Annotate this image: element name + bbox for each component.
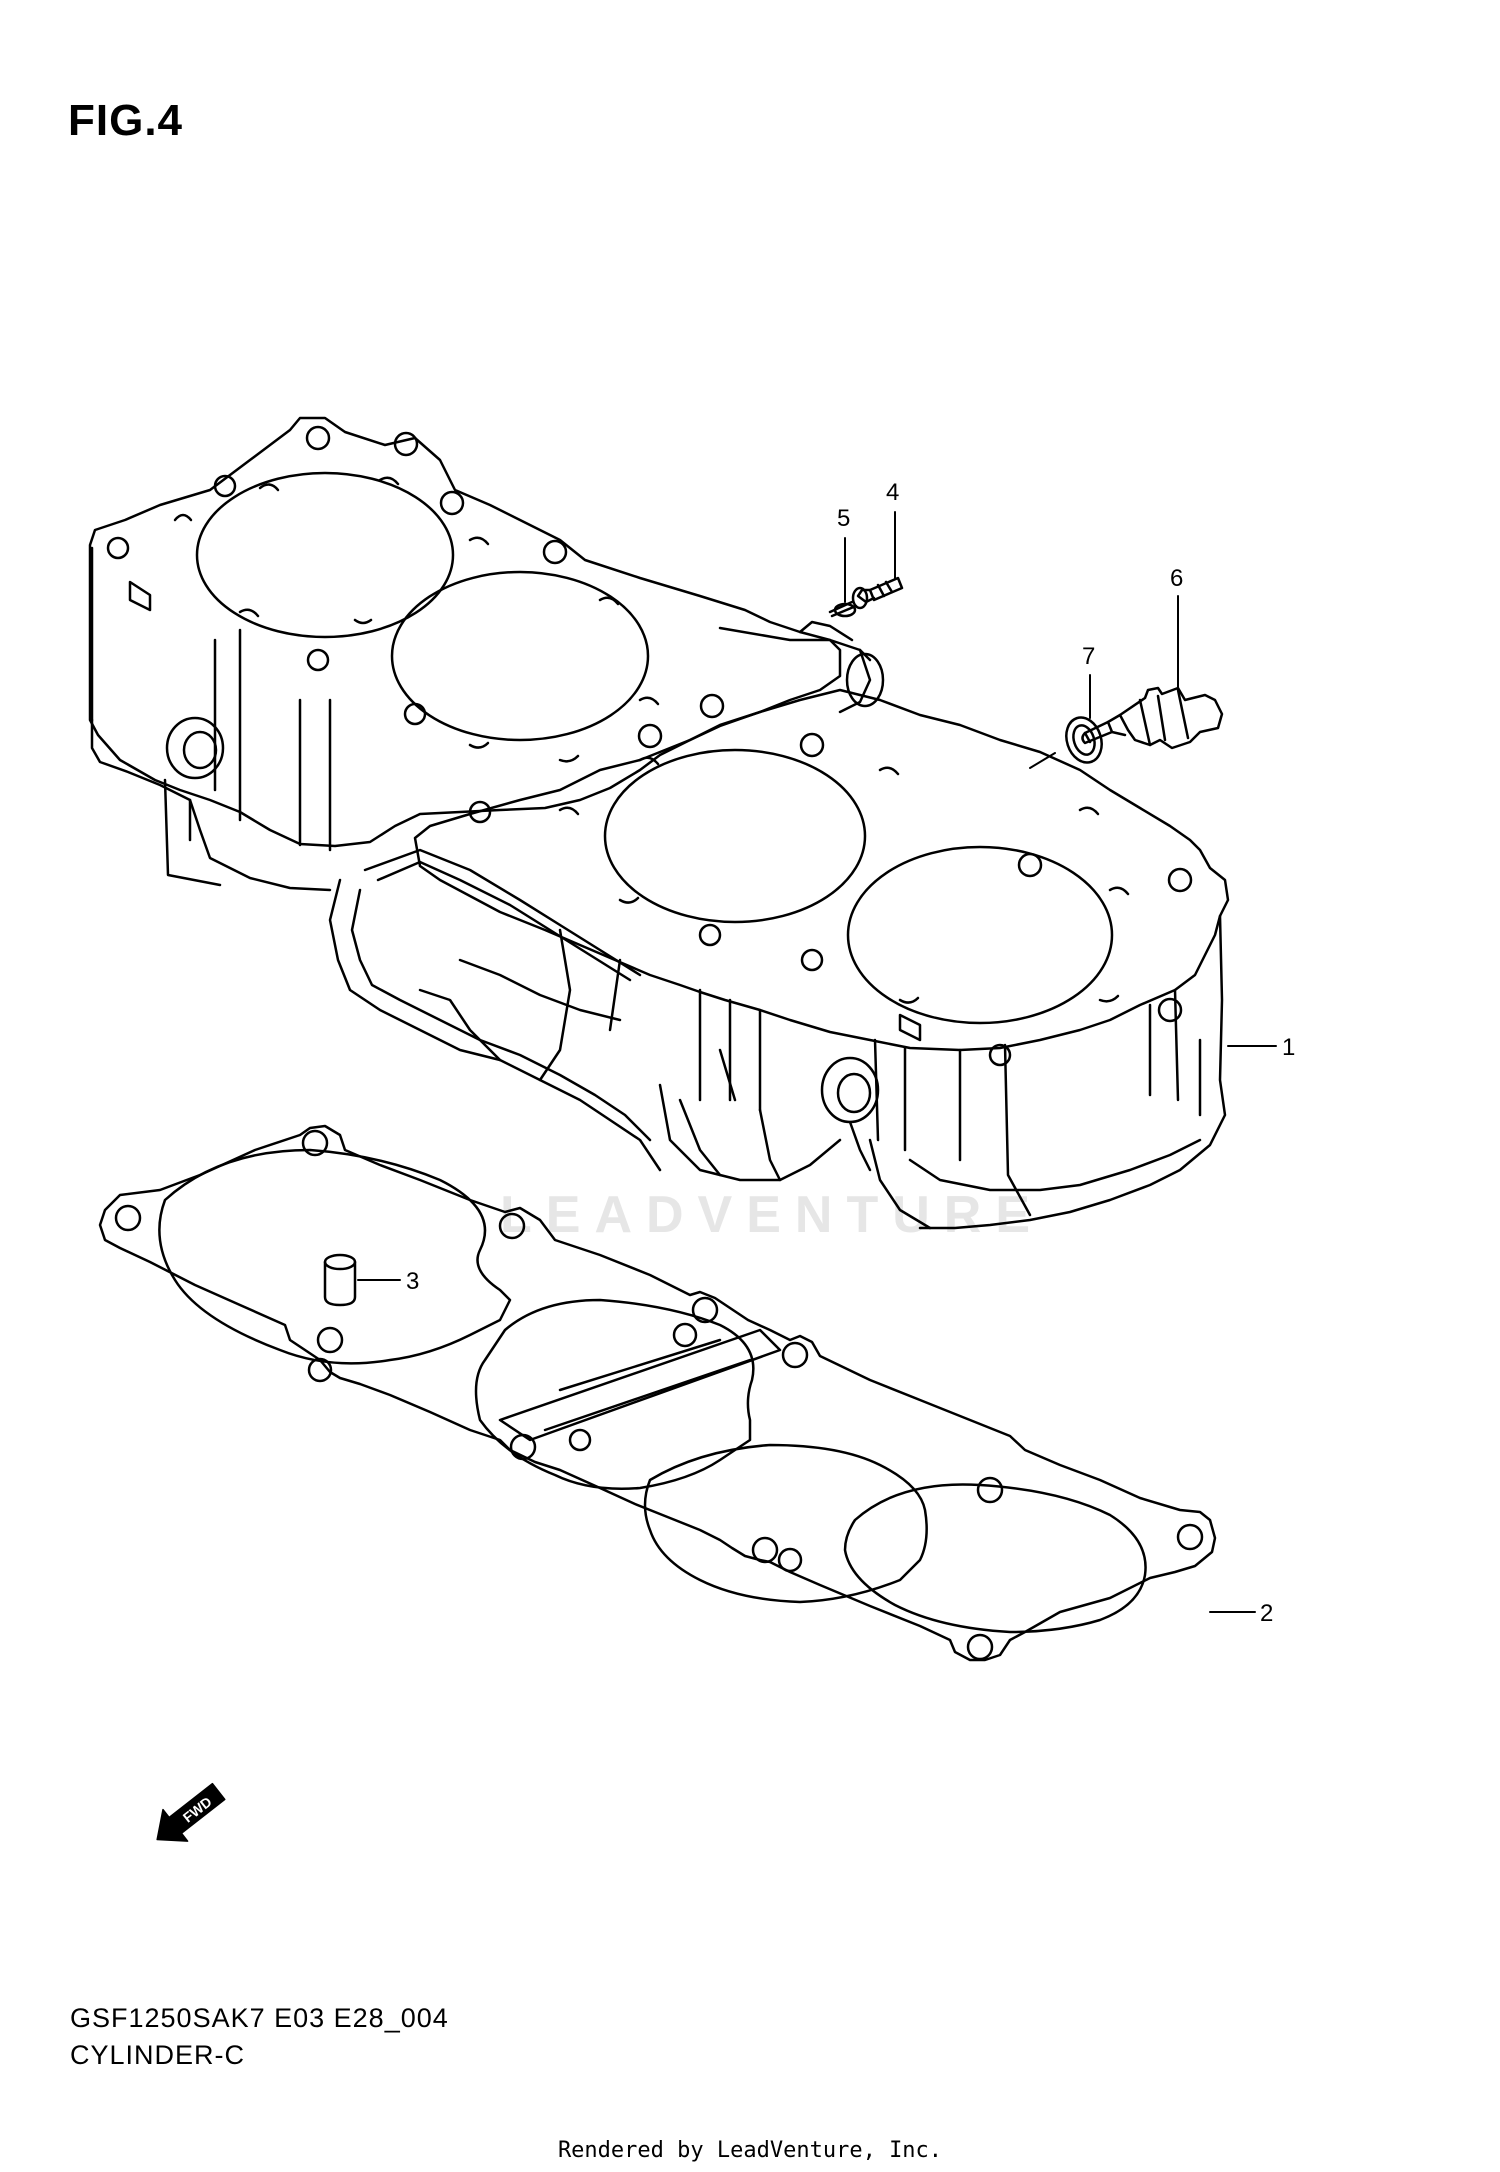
dowel-pin <box>323 1253 357 1307</box>
diagram-code: GSF1250SAK7 E03 E28_004 <box>70 2003 449 2033</box>
leader-lines <box>357 511 1277 1613</box>
diagram-name: CYLINDER-C <box>70 2040 246 2070</box>
watermark: LEADVENTURE <box>500 1186 1044 1244</box>
sensor-gasket <box>1065 716 1103 764</box>
forward-arrow-icon: FWD <box>156 1782 226 1842</box>
callout-5: 5 <box>837 505 850 532</box>
callout-7: 7 <box>1082 643 1095 670</box>
cylinder-base-gasket <box>98 1124 1217 1662</box>
union-bolt <box>828 576 904 618</box>
figure-title: FIG.4 <box>68 96 184 145</box>
callout-3: 3 <box>406 1268 419 1295</box>
callout-2: 2 <box>1260 1600 1273 1627</box>
temperature-sensor <box>1081 686 1224 750</box>
callout-1: 1 <box>1282 1034 1295 1061</box>
callout-numbers: 1 2 3 4 5 6 7 <box>406 479 1295 1627</box>
cylinder-block <box>88 416 1230 1230</box>
callout-6: 6 <box>1170 565 1183 592</box>
rendered-by-credit: Rendered by LeadVenture, Inc. <box>557 2138 943 2163</box>
callout-4: 4 <box>886 479 899 506</box>
washer-small <box>833 602 857 618</box>
